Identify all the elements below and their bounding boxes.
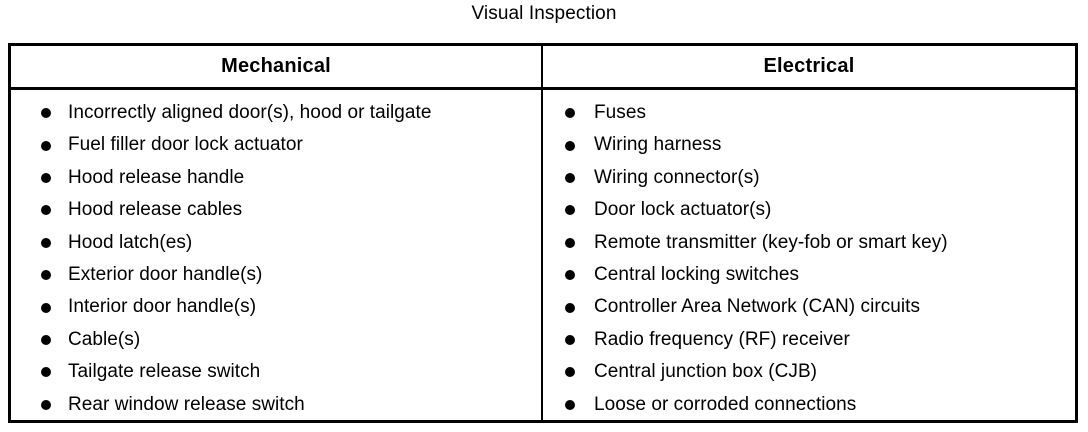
list-item-label: Remote transmitter (key-fob or smart key… xyxy=(594,231,948,253)
list-item: Controller Area Network (CAN) circuits xyxy=(543,291,1075,323)
list-item: Central junction box (CJB) xyxy=(543,356,1075,388)
bullet-icon xyxy=(565,108,575,119)
mechanical-item-list: Incorrectly aligned door(s), hood or tai… xyxy=(11,97,541,421)
column-header-electrical: Electrical xyxy=(763,55,855,77)
electrical-item-list: Fuses Wiring harness Wiring connector(s)… xyxy=(543,97,1075,421)
bullet-icon xyxy=(41,334,51,345)
list-item: Remote transmitter (key-fob or smart key… xyxy=(543,227,1075,259)
list-item-label: Exterior door handle(s) xyxy=(68,263,263,285)
bullet-icon xyxy=(565,237,575,248)
mechanical-column: Incorrectly aligned door(s), hood or tai… xyxy=(11,90,543,423)
list-item-label: Wiring harness xyxy=(594,134,722,156)
bullet-icon xyxy=(41,205,51,216)
list-item-label: Central junction box (CJB) xyxy=(594,361,818,383)
list-item-label: Hood latch(es) xyxy=(68,231,193,253)
list-item-label: Radio frequency (RF) receiver xyxy=(594,328,850,350)
bullet-icon xyxy=(41,302,51,313)
bullet-icon xyxy=(565,205,575,216)
bullet-icon xyxy=(41,367,51,378)
list-item-label: Door lock actuator(s) xyxy=(594,199,772,221)
list-item-label: Rear window release switch xyxy=(68,393,305,415)
bullet-icon xyxy=(565,302,575,313)
column-header-mechanical: Mechanical xyxy=(11,46,543,87)
bullet-icon xyxy=(41,237,51,248)
list-item: Central locking switches xyxy=(543,259,1075,291)
list-item-label: Fuses xyxy=(594,102,646,123)
table-body-row: Incorrectly aligned door(s), hood or tai… xyxy=(11,90,1075,423)
list-item: Hood release cables xyxy=(11,194,541,226)
list-item-label: Hood release cables xyxy=(68,199,243,221)
list-item: Radio frequency (RF) receiver xyxy=(543,324,1075,356)
list-item-label: Fuel filler door lock actuator xyxy=(68,134,303,156)
visual-inspection-table: Mechanical Electrical Incorrectly aligne… xyxy=(8,43,1078,423)
list-item-label: Loose or corroded connections xyxy=(594,393,857,415)
bullet-icon xyxy=(41,108,51,119)
bullet-icon xyxy=(565,367,575,378)
list-item: Fuel filler door lock actuator xyxy=(11,129,541,161)
list-item: Door lock actuator(s) xyxy=(543,194,1075,226)
list-item: Incorrectly aligned door(s), hood or tai… xyxy=(11,97,541,129)
list-item: Exterior door handle(s) xyxy=(11,259,541,291)
bullet-icon xyxy=(565,140,575,151)
list-item-label: Interior door handle(s) xyxy=(68,296,257,318)
list-item: Wiring harness xyxy=(543,129,1075,161)
list-item-label: Hood release handle xyxy=(68,166,245,188)
bullet-icon xyxy=(41,399,51,410)
list-item-label: Central locking switches xyxy=(594,263,800,285)
page-title: Visual Inspection xyxy=(471,3,617,24)
list-item-label: Wiring connector(s) xyxy=(594,166,760,188)
bullet-icon xyxy=(565,399,575,410)
list-item: Hood latch(es) xyxy=(11,227,541,259)
bullet-icon xyxy=(565,334,575,345)
list-item: Interior door handle(s) xyxy=(11,291,541,323)
bullet-icon xyxy=(41,140,51,151)
list-item: Loose or corroded connections xyxy=(543,389,1075,421)
list-item-label: Incorrectly aligned door(s), hood or tai… xyxy=(68,102,432,123)
electrical-column: Fuses Wiring harness Wiring connector(s)… xyxy=(543,90,1075,423)
bullet-icon xyxy=(41,172,51,183)
list-item: Wiring connector(s) xyxy=(543,162,1075,194)
list-item-label: Cable(s) xyxy=(68,328,141,350)
bullet-icon xyxy=(565,270,575,281)
list-item: Cable(s) xyxy=(11,324,541,356)
list-item: Hood release handle xyxy=(11,162,541,194)
bullet-icon xyxy=(41,270,51,281)
list-item-label: Controller Area Network (CAN) circuits xyxy=(594,296,921,318)
list-item: Rear window release switch xyxy=(11,389,541,421)
bullet-icon xyxy=(565,172,575,183)
list-item: Tailgate release switch xyxy=(11,356,541,388)
list-item: Fuses xyxy=(543,97,1075,129)
list-item-label: Tailgate release switch xyxy=(68,361,261,383)
table-header-row: Mechanical Electrical xyxy=(11,46,1075,90)
